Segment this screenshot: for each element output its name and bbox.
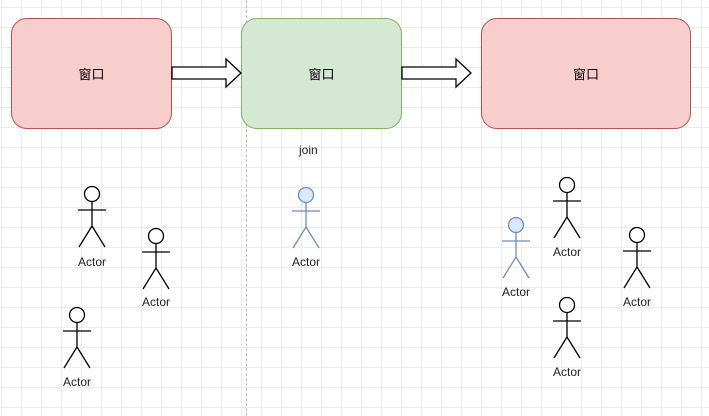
actor-label-7: Actor <box>622 295 651 309</box>
actor-head <box>68 306 86 324</box>
actor-figure-7[interactable] <box>621 226 653 291</box>
actor-figure-8[interactable] <box>551 296 583 361</box>
window-box-3[interactable]: 窗口 <box>481 18 691 129</box>
actor-label-1: Actor <box>77 255 106 269</box>
actor-body <box>553 192 581 239</box>
actor-label-8: Actor <box>552 365 581 379</box>
actor-figure-1[interactable] <box>76 185 108 250</box>
actor-head <box>83 185 101 203</box>
join-label: join <box>299 143 318 157</box>
arrow-window2-to-window3[interactable] <box>401 57 472 89</box>
actor-head <box>628 226 646 244</box>
arrow-window1-to-window2[interactable] <box>171 57 242 89</box>
actor-body <box>292 202 320 249</box>
actor-body <box>78 201 106 248</box>
actor-label-2: Actor <box>141 295 170 309</box>
actor-figure-6[interactable] <box>551 176 583 241</box>
actor-head <box>147 227 165 245</box>
actor-figure-5[interactable] <box>500 216 532 281</box>
dashed-divider <box>246 0 247 416</box>
actor-figure-3[interactable] <box>61 306 93 371</box>
actor-body <box>553 312 581 359</box>
actor-body <box>142 243 170 290</box>
actor-label-4: Actor <box>291 255 320 269</box>
actor-body <box>623 242 651 289</box>
window-box-2-label: 窗口 <box>308 67 335 82</box>
actor-body <box>502 232 530 279</box>
actor-figure-4[interactable] <box>290 186 322 251</box>
window-box-2[interactable]: 窗口 <box>241 18 402 129</box>
actor-label-6: Actor <box>552 245 581 259</box>
actor-head <box>297 186 315 204</box>
actor-label-3: Actor <box>62 375 91 389</box>
actor-head <box>558 176 576 194</box>
actor-figure-2[interactable] <box>140 227 172 292</box>
window-box-3-label: 窗口 <box>572 67 599 82</box>
window-box-1-label: 窗口 <box>78 67 105 82</box>
actor-head <box>507 216 525 234</box>
actor-body <box>63 322 91 369</box>
actor-head <box>558 296 576 314</box>
window-box-1[interactable]: 窗口 <box>11 18 172 129</box>
actor-label-5: Actor <box>501 285 530 299</box>
